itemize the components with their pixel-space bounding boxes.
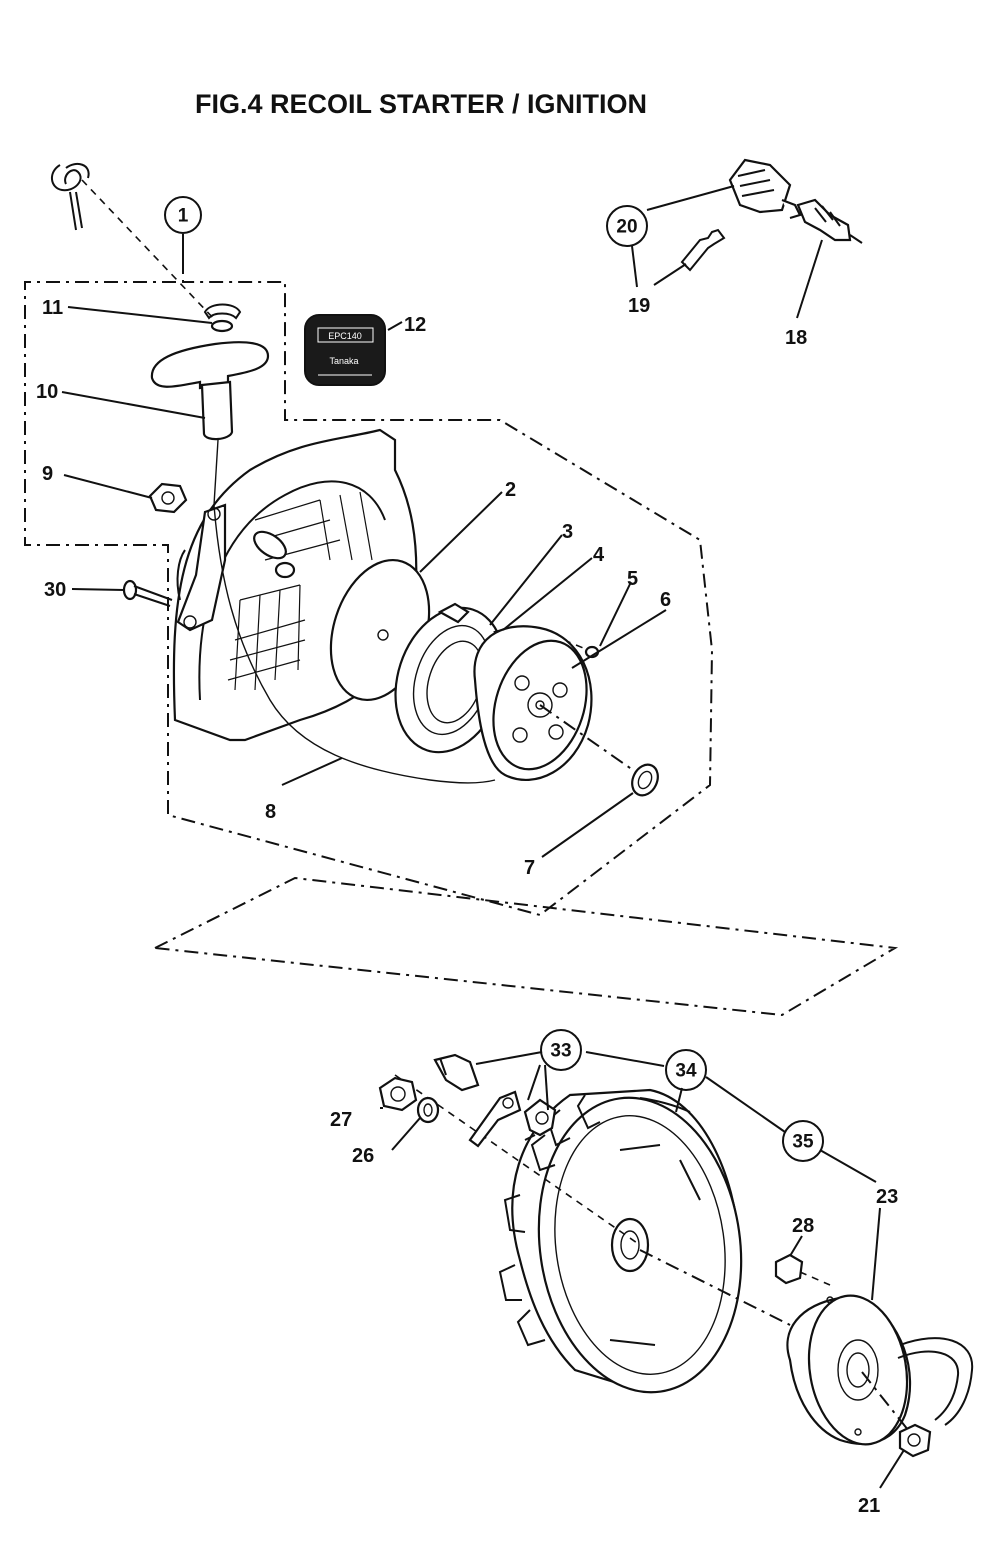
- callout-1: 1: [164, 196, 202, 234]
- bolt-part-28: [774, 1253, 831, 1286]
- callout-19: 19: [628, 295, 650, 317]
- assembly-boundary: [24, 260, 714, 917]
- washer-part-7: [631, 763, 659, 797]
- callout-11: 11: [42, 297, 63, 319]
- callout-21: 21: [858, 1495, 880, 1517]
- washer-part-26: [416, 1096, 440, 1124]
- callout-2: 2: [505, 479, 516, 501]
- bolt-part-30: [122, 579, 173, 607]
- flywheel-boundary: [151, 876, 899, 1017]
- leader-lines: [61, 185, 905, 1489]
- flywheel-part: [498, 1088, 743, 1394]
- callout-6: 6: [660, 589, 671, 611]
- ignition-coil-part-23: [786, 1294, 974, 1446]
- callout-35: 35: [782, 1120, 824, 1162]
- callout-4: 4: [593, 544, 605, 566]
- callout-8: 8: [265, 801, 276, 823]
- badge-brand-text: Tanaka: [329, 356, 358, 366]
- callout-23: 23: [876, 1186, 898, 1208]
- svg-text:35: 35: [792, 1132, 814, 1153]
- callout-30: 30: [44, 579, 66, 601]
- plug-cap-part-20: [728, 158, 802, 220]
- callout-12: 12: [404, 314, 426, 336]
- callout-9: 9: [42, 463, 53, 485]
- badge-model-text: EPC140: [328, 331, 362, 341]
- svg-text:1: 1: [178, 206, 189, 227]
- spring-clip-part-19: [680, 228, 726, 272]
- callout-18: 18: [785, 327, 807, 349]
- callout-28: 28: [792, 1215, 814, 1237]
- starter-handle-part: [150, 303, 270, 506]
- callout-7: 7: [524, 857, 535, 879]
- diagram-title: FIG.4 RECOIL STARTER / IGNITION: [195, 89, 647, 119]
- cotter-pin-part: [51, 162, 90, 231]
- nut-part-27: [378, 1076, 418, 1112]
- svg-text:33: 33: [550, 1041, 571, 1062]
- callout-10: 10: [36, 381, 58, 403]
- nut-part-21: [898, 1423, 932, 1458]
- badge-part-12: EPC140 Tanaka: [304, 314, 386, 386]
- callout-34: 34: [665, 1049, 707, 1091]
- ratchet-parts-33: [433, 1053, 557, 1148]
- svg-text:20: 20: [616, 217, 637, 238]
- callout-20: 20: [606, 205, 648, 247]
- svg-text:34: 34: [675, 1061, 697, 1082]
- spark-plug-part-18: [796, 198, 863, 244]
- callout-26: 26: [352, 1145, 374, 1167]
- callout-5: 5: [627, 568, 638, 590]
- callout-3: 3: [562, 521, 573, 543]
- nut-part-9: [148, 482, 188, 514]
- callout-33: 33: [540, 1029, 582, 1071]
- callout-27: 27: [330, 1109, 352, 1131]
- pulley-part-6: [473, 625, 593, 781]
